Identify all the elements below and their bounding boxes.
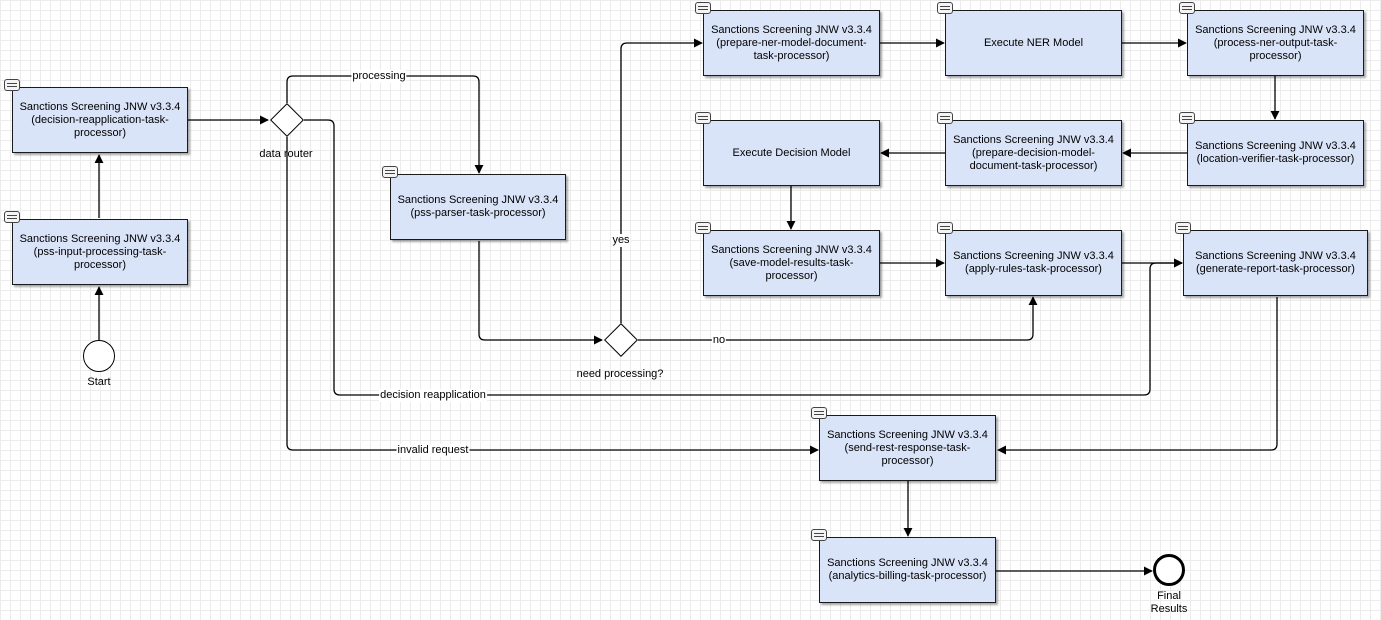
service-task-icon: [695, 112, 711, 124]
task-label: Sanctions Screening JNW v3.3.4 (location…: [1195, 140, 1356, 165]
edge-router-decision-reapplication: [304, 119, 1183, 396]
edge-need-processing-no: [638, 296, 1038, 341]
service-task-icon: [695, 222, 711, 234]
edge-generate-report-to-send-response: [997, 297, 1278, 455]
edge-router-invalid-request: [286, 137, 819, 455]
service-task-icon: [937, 112, 953, 124]
edge-label-no: no: [711, 334, 727, 347]
task-execute-ner-model[interactable]: Execute NER Model: [937, 2, 1122, 76]
service-task-icon: [937, 222, 953, 234]
task-process-ner-output[interactable]: Sanctions Screening JNW v3.3.4 (process-…: [1179, 2, 1364, 76]
task-analytics-billing[interactable]: Sanctions Screening JNW v3.3.4 (analytic…: [811, 529, 996, 603]
service-task-icon: [1179, 2, 1195, 14]
service-task-icon: [937, 2, 953, 14]
start-event-label: Start: [87, 376, 111, 388]
task-label: Execute NER Model: [983, 36, 1084, 49]
edge-label-invalid-request: invalid request: [396, 444, 470, 457]
task-label: Sanctions Screening JNW v3.3.4 (prepare-…: [711, 23, 872, 62]
service-task-icon: [4, 79, 20, 91]
task-label: Sanctions Screening JNW v3.3.4 (pss-pars…: [397, 194, 559, 219]
edge-label-processing: processing: [351, 70, 407, 83]
end-event-label: Final Results: [1144, 590, 1194, 616]
service-task-icon: [811, 407, 827, 419]
task-label: Execute Decision Model: [732, 146, 851, 159]
task-label: Sanctions Screening JNW v3.3.4 (process-…: [1195, 23, 1356, 62]
task-location-verifier[interactable]: Sanctions Screening JNW v3.3.4 (location…: [1179, 112, 1364, 186]
task-pss-parser[interactable]: Sanctions Screening JNW v3.3.4 (pss-pars…: [382, 166, 566, 240]
task-save-model-results[interactable]: Sanctions Screening JNW v3.3.4 (save-mod…: [695, 222, 880, 296]
task-label: Sanctions Screening JNW v3.3.4 (analytic…: [827, 557, 988, 582]
task-label: Sanctions Screening JNW v3.3.4 (pss-inpu…: [19, 232, 181, 271]
service-task-icon: [695, 2, 711, 14]
task-prepare-ner-model-document[interactable]: Sanctions Screening JNW v3.3.4 (prepare-…: [695, 2, 880, 76]
task-prepare-decision-model-document[interactable]: Sanctions Screening JNW v3.3.4 (prepare-…: [937, 112, 1122, 186]
edge-parser-to-need-processing: [478, 241, 603, 345]
task-decision-reapplication[interactable]: Sanctions Screening JNW v3.3.4 (decision…: [4, 79, 188, 153]
edge-need-processing-yes: [620, 38, 703, 323]
task-send-rest-response[interactable]: Sanctions Screening JNW v3.3.4 (send-res…: [811, 407, 996, 481]
task-label: Sanctions Screening JNW v3.3.4 (apply-ru…: [953, 250, 1114, 275]
edge-router-processing: [286, 75, 484, 174]
task-pss-input-processing[interactable]: Sanctions Screening JNW v3.3.4 (pss-inpu…: [4, 211, 188, 285]
task-generate-report[interactable]: Sanctions Screening JNW v3.3.4 (generate…: [1175, 222, 1368, 296]
need-processing-label: need processing?: [576, 368, 664, 380]
service-task-icon: [4, 211, 20, 223]
task-apply-rules[interactable]: Sanctions Screening JNW v3.3.4 (apply-ru…: [937, 222, 1122, 296]
data-router-label: data router: [259, 148, 313, 160]
task-execute-decision-model[interactable]: Execute Decision Model: [695, 112, 880, 186]
service-task-icon: [1175, 222, 1191, 234]
end-event[interactable]: [1153, 554, 1185, 586]
task-label: Sanctions Screening JNW v3.3.4 (decision…: [19, 100, 181, 139]
task-label: Sanctions Screening JNW v3.3.4 (send-res…: [827, 428, 988, 467]
edge-label-decision-reapplication: decision reapplication: [379, 389, 487, 402]
end-event-label-text: Final Results: [1150, 590, 1188, 615]
task-label: Sanctions Screening JNW v3.3.4 (prepare-…: [953, 133, 1114, 172]
task-label: Sanctions Screening JNW v3.3.4 (save-mod…: [711, 243, 872, 282]
service-task-icon: [811, 529, 827, 541]
service-task-icon: [1179, 112, 1195, 124]
task-label: Sanctions Screening JNW v3.3.4 (generate…: [1195, 250, 1356, 275]
start-event[interactable]: [83, 340, 115, 372]
edge-label-yes: yes: [611, 234, 631, 247]
service-task-icon: [382, 166, 398, 178]
